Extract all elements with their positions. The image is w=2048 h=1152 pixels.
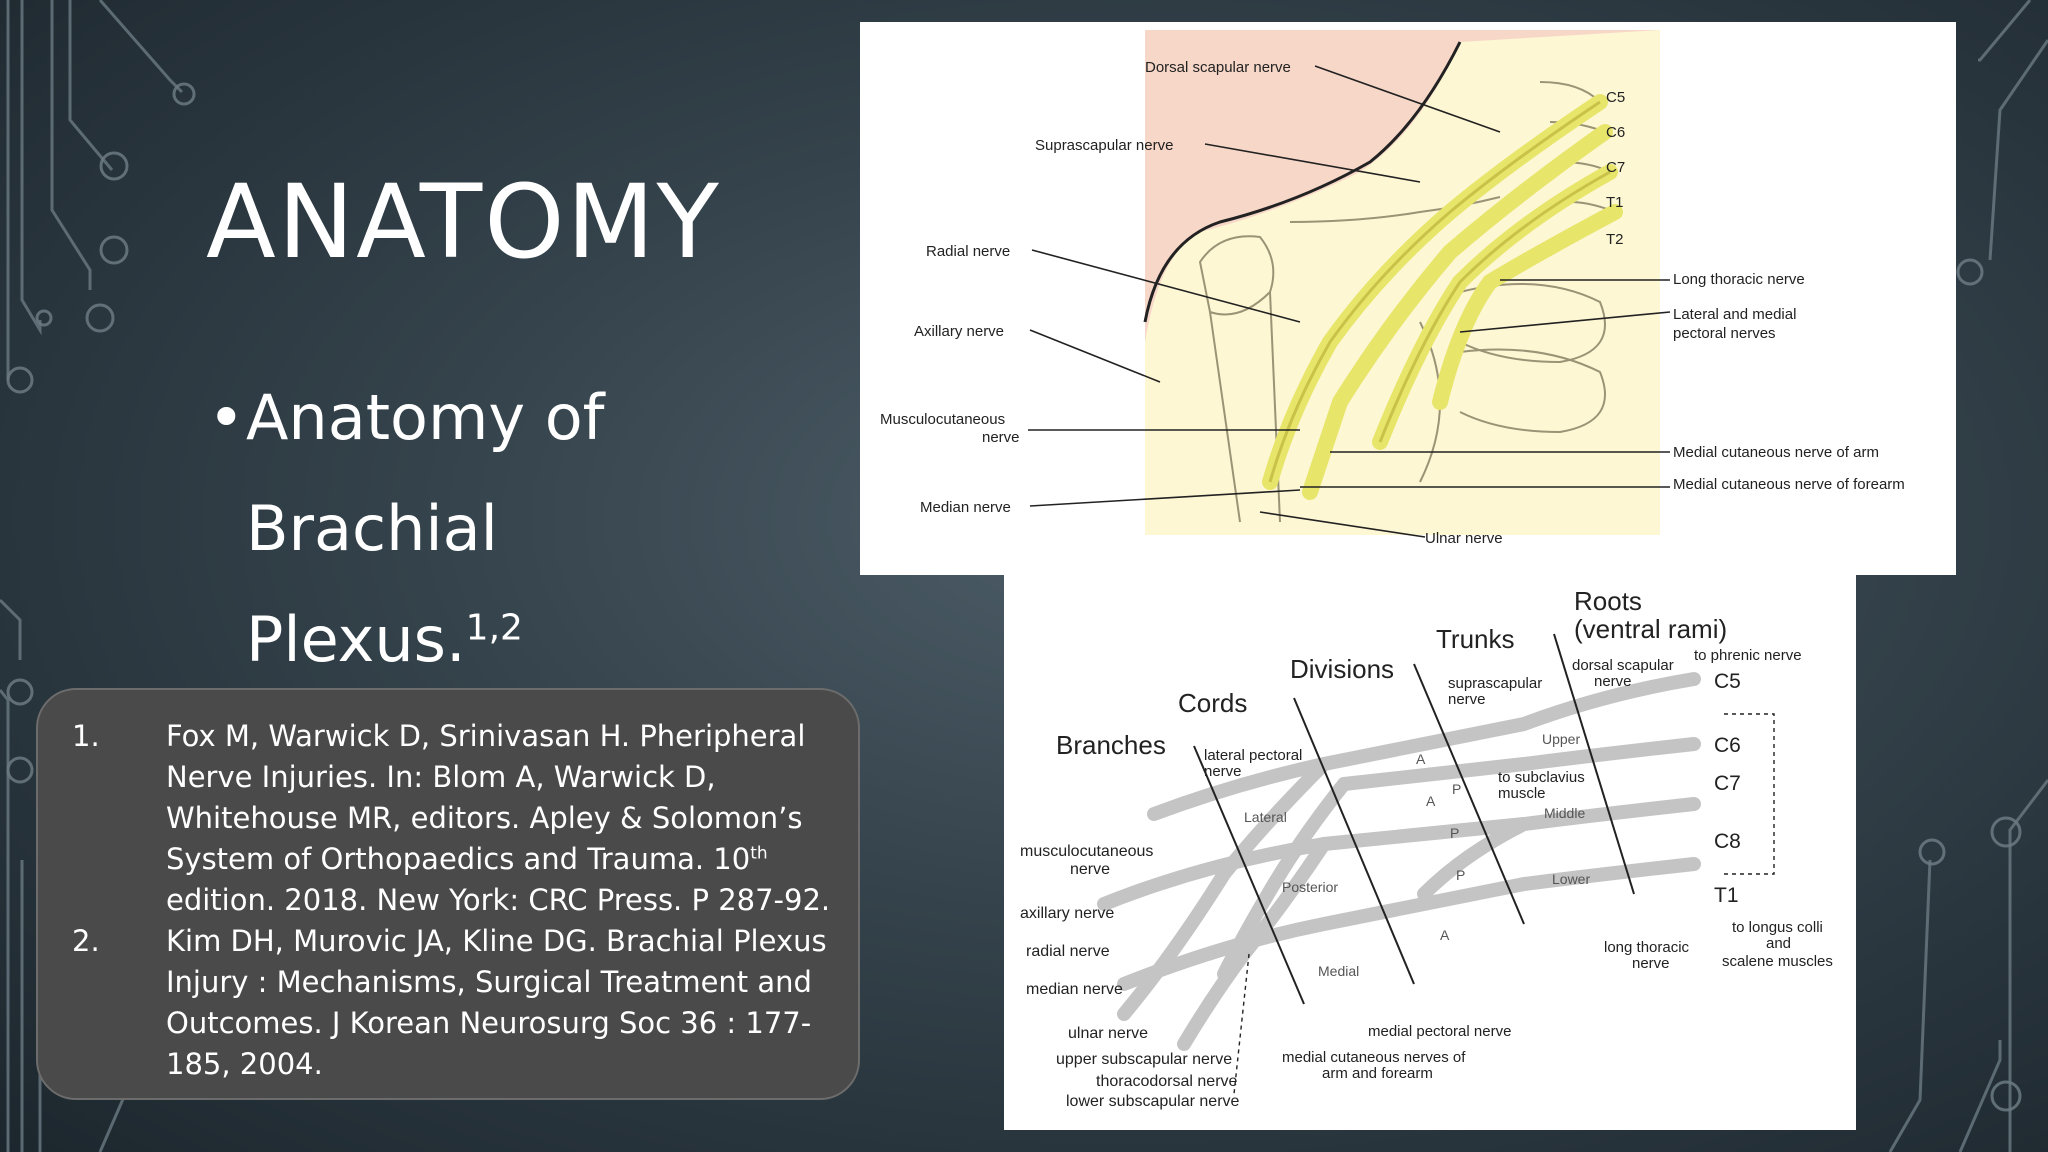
label-longus-colli: to longus colli xyxy=(1732,919,1823,936)
label-suprascapular-nerve: Suprascapular nerve xyxy=(1035,137,1173,154)
branch-upper-subscapular: upper subscapular nerve xyxy=(1056,1051,1232,1068)
label-medial-cutaneous-arm: Medial cutaneous nerve of arm xyxy=(1673,444,1879,461)
division-letter: P xyxy=(1450,825,1459,841)
bullet-line-3: Plexus.1,2 xyxy=(246,584,628,695)
bullet-line-1: Anatomy of xyxy=(246,381,605,454)
reference-item: 2. Kim DH, Murovic JA, Kline DG. Brachial… xyxy=(72,921,852,1085)
label-lateral-pectoral-nerve: nerve xyxy=(1204,763,1242,780)
branch-ulnar-nerve: ulnar nerve xyxy=(1068,1025,1148,1042)
plexus-nerves xyxy=(1097,672,1701,1051)
header-cords: Cords xyxy=(1178,688,1247,718)
root-label: C5 xyxy=(1714,670,1741,693)
cord-label-posterior: Posterior xyxy=(1282,879,1338,895)
branch-median-nerve: median nerve xyxy=(1026,981,1123,998)
reference-number: 1. xyxy=(72,719,100,753)
label-dorsal-scapular-nerve: Dorsal scapular nerve xyxy=(1145,59,1291,76)
label-ulnar-nerve: Ulnar nerve xyxy=(1425,530,1503,547)
citation-superscript: 1,2 xyxy=(465,607,523,649)
label-medial-cutaneous: medial cutaneous nerves of xyxy=(1282,1049,1466,1066)
trunk-label-middle: Middle xyxy=(1544,805,1585,821)
label-long-thoracic-nerve: Long thoracic nerve xyxy=(1673,271,1805,288)
label-vertebra: T2 xyxy=(1606,231,1624,248)
division-letter: A xyxy=(1440,927,1450,943)
references-list: 1. Fox M, Warwick D, Srinivasan H. Pherip… xyxy=(72,716,852,1085)
bullet-dot-icon: • xyxy=(208,381,245,454)
label-longus-and: and xyxy=(1766,935,1791,952)
label-scalene-muscles: scalene muscles xyxy=(1722,953,1833,970)
label-suprascapular: suprascapular xyxy=(1448,675,1542,692)
branch-axillary-nerve: axillary nerve xyxy=(1020,905,1114,922)
plexus-schematic-drawing: Roots (ventral rami) Trunks Divisions Co… xyxy=(1020,586,1833,1110)
label-vertebra: T1 xyxy=(1606,194,1624,211)
leader-lines xyxy=(1028,65,1671,538)
trunk-label-upper: Upper xyxy=(1542,731,1580,747)
dashed-guides xyxy=(1233,713,1775,1095)
reference-text-cont: edition. 2018. New York: CRC Press. P 28… xyxy=(166,883,831,917)
nerve-outlines xyxy=(1268,100,1611,483)
label-long-thoracic: long thoracic xyxy=(1604,939,1690,956)
trunk-label-lower: Lower xyxy=(1552,871,1590,887)
label-subclavius-muscle: muscle xyxy=(1498,785,1546,802)
reference-number: 2. xyxy=(72,924,100,958)
reference-item: 1. Fox M, Warwick D, Srinivasan H. Pherip… xyxy=(72,716,852,921)
reference-text: Kim DH, Murovic JA, Kline DG. Brachial P… xyxy=(166,924,827,1081)
header-trunks: Trunks xyxy=(1436,624,1515,654)
cord-label-medial: Medial xyxy=(1318,963,1359,979)
label-vertebra: C5 xyxy=(1606,89,1625,106)
slide-title: ANATOMY xyxy=(206,163,721,282)
cord-label-lateral: Lateral xyxy=(1244,809,1287,825)
reference-text: Fox M, Warwick D, Srinivasan H. Pheriphe… xyxy=(166,719,806,876)
label-musculocutaneous: Musculocutaneous xyxy=(880,411,1005,428)
label-pectoral-nerves: pectoral nerves xyxy=(1673,325,1776,342)
reference-superscript: th xyxy=(750,843,768,864)
shoulder-anatomy-figure: Dorsal scapular nerve Suprascapular nerv… xyxy=(860,22,1956,575)
bullet-line-3-text: Plexus. xyxy=(246,603,466,676)
root-label: C8 xyxy=(1714,830,1741,853)
label-long-thoracic-nerve: nerve xyxy=(1632,955,1670,972)
header-branches: Branches xyxy=(1056,730,1166,760)
shoulder-anatomy-drawing: Dorsal scapular nerve Suprascapular nerv… xyxy=(880,30,1905,547)
label-vertebra: C7 xyxy=(1606,159,1625,176)
label-lateral-pectoral: lateral pectoral xyxy=(1204,747,1302,764)
label-dorsal-scapular-nerve: nerve xyxy=(1594,673,1632,690)
label-lateral-medial: Lateral and medial xyxy=(1673,306,1796,323)
label-phrenic: to phrenic nerve xyxy=(1694,647,1802,664)
label-radial-nerve: Radial nerve xyxy=(926,243,1010,260)
division-letter: P xyxy=(1452,781,1461,797)
branch-thoracodorsal: thoracodorsal nerve xyxy=(1096,1073,1238,1090)
label-median-nerve: Median nerve xyxy=(920,499,1011,516)
references-box: 1. Fox M, Warwick D, Srinivasan H. Pherip… xyxy=(36,688,860,1100)
header-divisions: Divisions xyxy=(1290,654,1394,684)
label-vertebra: C6 xyxy=(1606,124,1625,141)
header-roots-sub: (ventral rami) xyxy=(1574,614,1727,644)
section-dividers xyxy=(1193,633,1635,1005)
brachial-plexus-schematic: Roots (ventral rami) Trunks Divisions Co… xyxy=(1004,574,1856,1130)
label-suprascapular-nerve: nerve xyxy=(1448,691,1486,708)
label-musculocutaneous-nerve: nerve xyxy=(982,429,1020,446)
branch-musculocutaneous: musculocutaneous xyxy=(1020,843,1153,860)
bullet-point: • Anatomy of Brachial Plexus.1,2 xyxy=(208,362,628,695)
body-outline xyxy=(1143,41,1462,323)
branch-lower-subscapular: lower subscapular nerve xyxy=(1066,1093,1240,1110)
label-medial-cutaneous-forearm: Medial cutaneous nerve of forearm xyxy=(1673,476,1905,493)
branch-radial-nerve: radial nerve xyxy=(1026,943,1110,960)
label-medial-cutaneous-arm-forearm: arm and forearm xyxy=(1322,1065,1433,1082)
label-axillary-nerve: Axillary nerve xyxy=(914,323,1004,340)
division-letter: A xyxy=(1426,793,1436,809)
label-medial-pectoral: medial pectoral nerve xyxy=(1368,1023,1511,1040)
bullet-line-2: Brachial xyxy=(246,492,498,565)
division-letter: A xyxy=(1416,751,1426,767)
label-dorsal-scapular: dorsal scapular xyxy=(1572,657,1674,674)
root-label: T1 xyxy=(1714,884,1739,907)
root-label: C6 xyxy=(1714,734,1741,757)
label-subclavius: to subclavius xyxy=(1498,769,1585,786)
division-letter: P xyxy=(1456,867,1465,883)
header-roots: Roots xyxy=(1574,586,1642,616)
root-label: C7 xyxy=(1714,772,1741,795)
branch-musculocutaneous-nerve: nerve xyxy=(1070,861,1110,878)
